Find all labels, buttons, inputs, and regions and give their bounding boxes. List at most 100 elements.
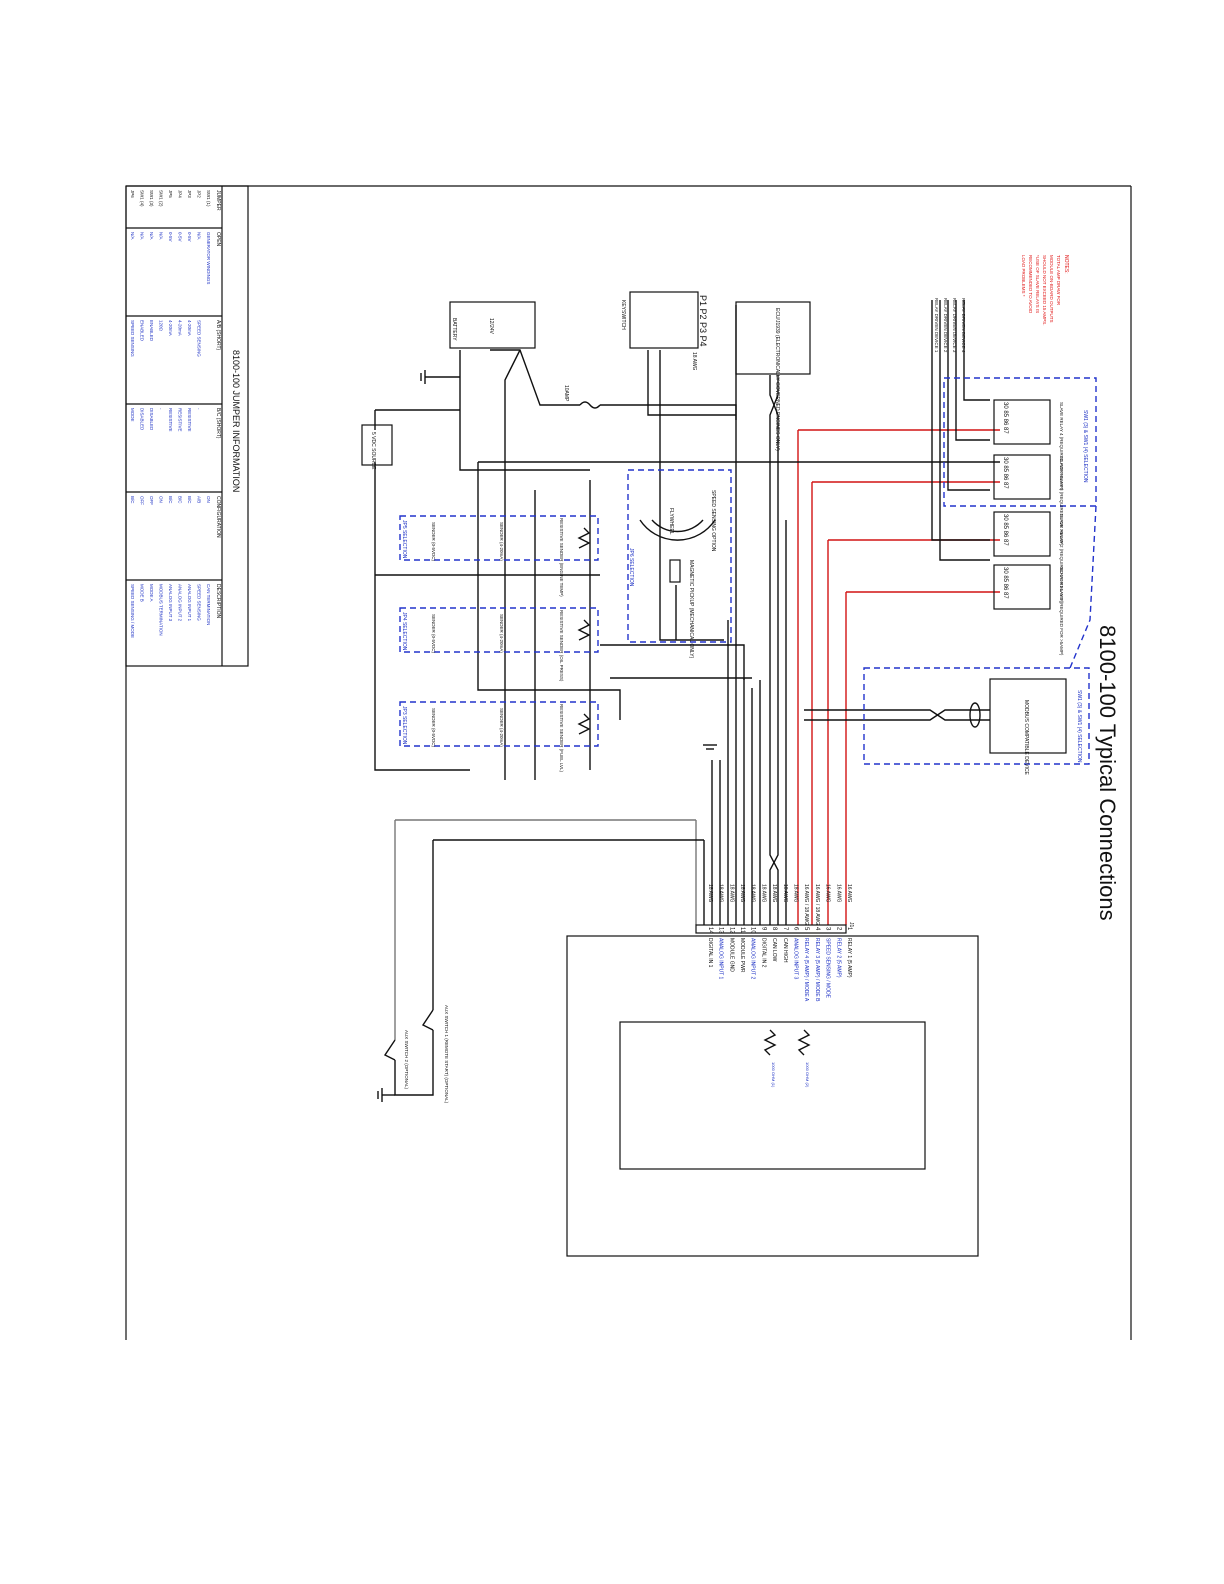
- relay-driven-device-label: RELAY DRIVEN DEVICE 4: [961, 298, 966, 353]
- jumper-table-cell: JP6: [130, 190, 135, 198]
- jumper-table-cell: ANALOG INPUT 2: [178, 584, 183, 622]
- jumper-table-cell: N/A: [149, 232, 154, 240]
- jumper-table-cell: OFF: [140, 496, 145, 505]
- jumper-table-cell: SPEED SENSING / MODE: [130, 584, 135, 638]
- jumper-table-cell: SW1 (1): [206, 190, 211, 207]
- connector-pin-label: RELAY 3 (5 AMP) / MODE B: [814, 938, 820, 1002]
- jumper-table-cell: RESISTIVE: [178, 408, 183, 432]
- connector-pin-number: 7: [782, 927, 788, 931]
- resistor-2-label: 1000 OHM (2): [805, 1062, 810, 1088]
- connector-pin-number: 11: [739, 927, 745, 934]
- relay-pin-label: 30 85 86 87: [1002, 514, 1008, 546]
- ground-icon: [703, 744, 717, 750]
- connector-pin-label: MODULE PWR: [739, 938, 745, 973]
- connector-pin-awg: 16 AWG / 18 AWG: [814, 884, 820, 925]
- connector-pin-label: RELAY 4 (5 AMP) / MODE A: [803, 938, 809, 1002]
- aux-switch-2-icon: [383, 1039, 396, 1061]
- aux-switch-2-label: AUX SWITCH 2 (OPTIONAL): [404, 1030, 409, 1090]
- jumper-table-cell: -: [159, 408, 164, 410]
- pin-awg-label: 18 AWG: [691, 352, 697, 371]
- flywheel-label: FLYWHEEL: [668, 508, 674, 535]
- jp3-label: JP3 SELECTION: [401, 706, 407, 745]
- jumper-table-cell: N/A: [130, 232, 135, 240]
- connector-pin-awg: 16 AWG / 18 AWG: [803, 884, 809, 925]
- connector-pin-awg: 16 AWG: [825, 884, 831, 903]
- resistor-2-icon: [797, 1029, 811, 1056]
- jumper-table-header: OPEN: [215, 232, 221, 247]
- aux-switch-1-icon: [421, 1009, 434, 1031]
- notes-line: LOAD PROBLEMS *: [1021, 255, 1026, 297]
- controller-module-outer: [566, 935, 979, 1257]
- modbus-selection-label: SW1 (3) & SW1 (4) SELECTION: [1076, 690, 1082, 763]
- jumper-table-header: B/C (SHORT): [215, 408, 221, 439]
- jumper-table-cell: ENABLED: [140, 320, 145, 342]
- connector-pin-label: MODULE GND: [728, 938, 734, 972]
- connector-pin-awg: 18 AWG: [793, 884, 799, 903]
- sender-v-label-3: SENDER (0-5VDC): [431, 708, 436, 748]
- connector-pin-label: CAN HIGH: [782, 938, 788, 963]
- jumper-table-cell: A/B: [197, 496, 202, 503]
- connector-pin-awg: 18 AWG: [718, 884, 724, 903]
- jumper-table-header: JUMPER: [215, 190, 221, 211]
- jumper-table-cell: ON: [206, 496, 211, 503]
- jumper-table-cell: SW1 (4): [140, 190, 145, 207]
- connector-pin-number: 5: [803, 927, 809, 931]
- relay-pin-label: 30 85 86 87: [1002, 457, 1008, 489]
- fuse-label: 10AMP: [563, 385, 569, 402]
- jumper-table-cell: N/A: [159, 232, 164, 240]
- jumper-table-cell: ON: [159, 496, 164, 503]
- connector-pin-awg: 18 AWG: [750, 884, 756, 903]
- jumper-table-cell: 0-5V: [187, 232, 192, 242]
- jumper-table-cell: JP3: [187, 190, 192, 198]
- jumper-table-cell: SPEED SENSING: [197, 320, 202, 357]
- sender-fuel-label: RESISTIVE SENDER (FUEL LVL): [559, 704, 564, 773]
- jumper-table-cell: SW1 (2): [159, 190, 164, 207]
- wires: [374, 300, 1000, 1096]
- jumper-table-cell: B/C: [168, 496, 173, 504]
- connector-j1: [695, 924, 847, 934]
- ground-icon: [377, 1088, 383, 1102]
- fuse-icon: [579, 401, 601, 409]
- jumper-table: 8100-100 JUMPER INFORMATION JUMPEROPENA/…: [125, 185, 249, 667]
- jumper-table-cell: MODBUS TERMINATION: [159, 584, 164, 636]
- jumper-table-cell: SW1 (3): [149, 190, 154, 207]
- sender-resistor-icon: [577, 527, 591, 549]
- controller-module-inner: [619, 1021, 926, 1170]
- sender-oil-label: RESISTIVE SENDER (OIL PRESS): [559, 610, 564, 682]
- connector-pin-number: 3: [825, 927, 831, 931]
- relay-3-box: [993, 454, 1051, 500]
- jumper-table-cell: N/A: [197, 232, 202, 240]
- sender-temp-label: RESISTIVE SENDER (ENGINE TEMP): [559, 518, 564, 597]
- connector-pin-number: 9: [760, 927, 766, 931]
- connector-pin-number: 1: [846, 927, 852, 931]
- selection-boxes: [399, 377, 1097, 765]
- connector-pin-label: RELAY 2 (5 AMP): [835, 938, 841, 978]
- connector-pin-awg: 18 AWG: [782, 884, 788, 903]
- sender-v-label-2: SENDER (0-5VDC): [431, 614, 436, 654]
- jumper-table-cell: JP4: [178, 190, 183, 198]
- jumper-table-cell: SPEED SENSING: [197, 584, 202, 621]
- jumper-table-cell: JP2: [197, 190, 202, 198]
- jumper-table-cell: RESISTIVE: [187, 408, 192, 432]
- notes-line: *USE OF SLAVE RELAYS IS: [1035, 255, 1040, 313]
- jumper-table-cell: B/C: [130, 496, 135, 504]
- sender-v-label-1: SENDER (0-5VDC): [431, 522, 436, 562]
- jumper-table-cell: 4-20mA: [168, 320, 173, 336]
- sender-resistor-icon: [577, 713, 591, 735]
- jumper-table-cell: B/C: [178, 496, 183, 504]
- connector-pin-label: CAN LOW: [771, 938, 777, 962]
- sender-resistor-icon: [577, 619, 591, 641]
- pickup-label: MAGNETIC PICKUP (MECHANICAL ONLY): [688, 560, 694, 659]
- connector-pin-label: DIGITAL IN 2: [760, 938, 766, 968]
- connector-pin-number: 13: [718, 927, 724, 934]
- notes-line: MODULE ON-BOARD OUTPUTS: [1049, 255, 1054, 323]
- vdc-source-box: [361, 424, 393, 466]
- pickup-option-label: SPEED SENSING OPTION: [710, 490, 716, 552]
- connector-pin-awg: 18 AWG: [707, 884, 713, 903]
- generator-label: 12/24V: [488, 318, 494, 335]
- connector-pin-number: 14: [707, 927, 713, 934]
- relay-pin-label: 30 85 86 87: [1002, 402, 1008, 434]
- connector-pin-awg: 16 AWG: [846, 884, 852, 903]
- magnetic-pickup-icon: [669, 559, 681, 583]
